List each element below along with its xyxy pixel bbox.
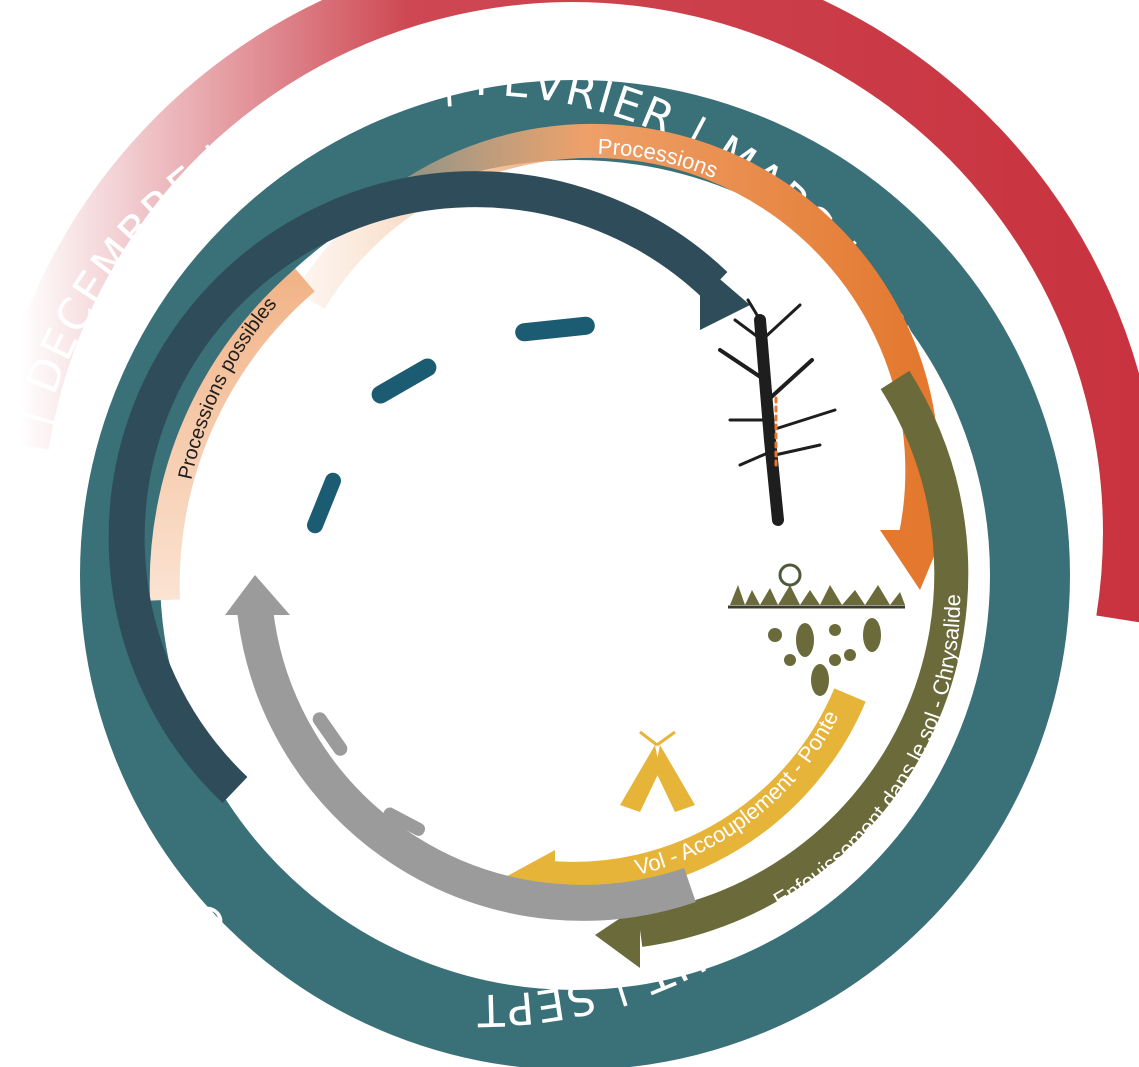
ground-chrysalides-icon (728, 563, 905, 696)
caterpillar-icons (307, 316, 595, 836)
risk-period-arc (0, 0, 1139, 623)
processions-possibles-arrow (149, 268, 315, 601)
pine-tree-icon (718, 298, 837, 526)
chenilles-arrow (108, 171, 750, 804)
enfouissement-arrow (595, 370, 969, 968)
eclosion-arrow (225, 575, 696, 921)
moth-icon (620, 730, 695, 812)
